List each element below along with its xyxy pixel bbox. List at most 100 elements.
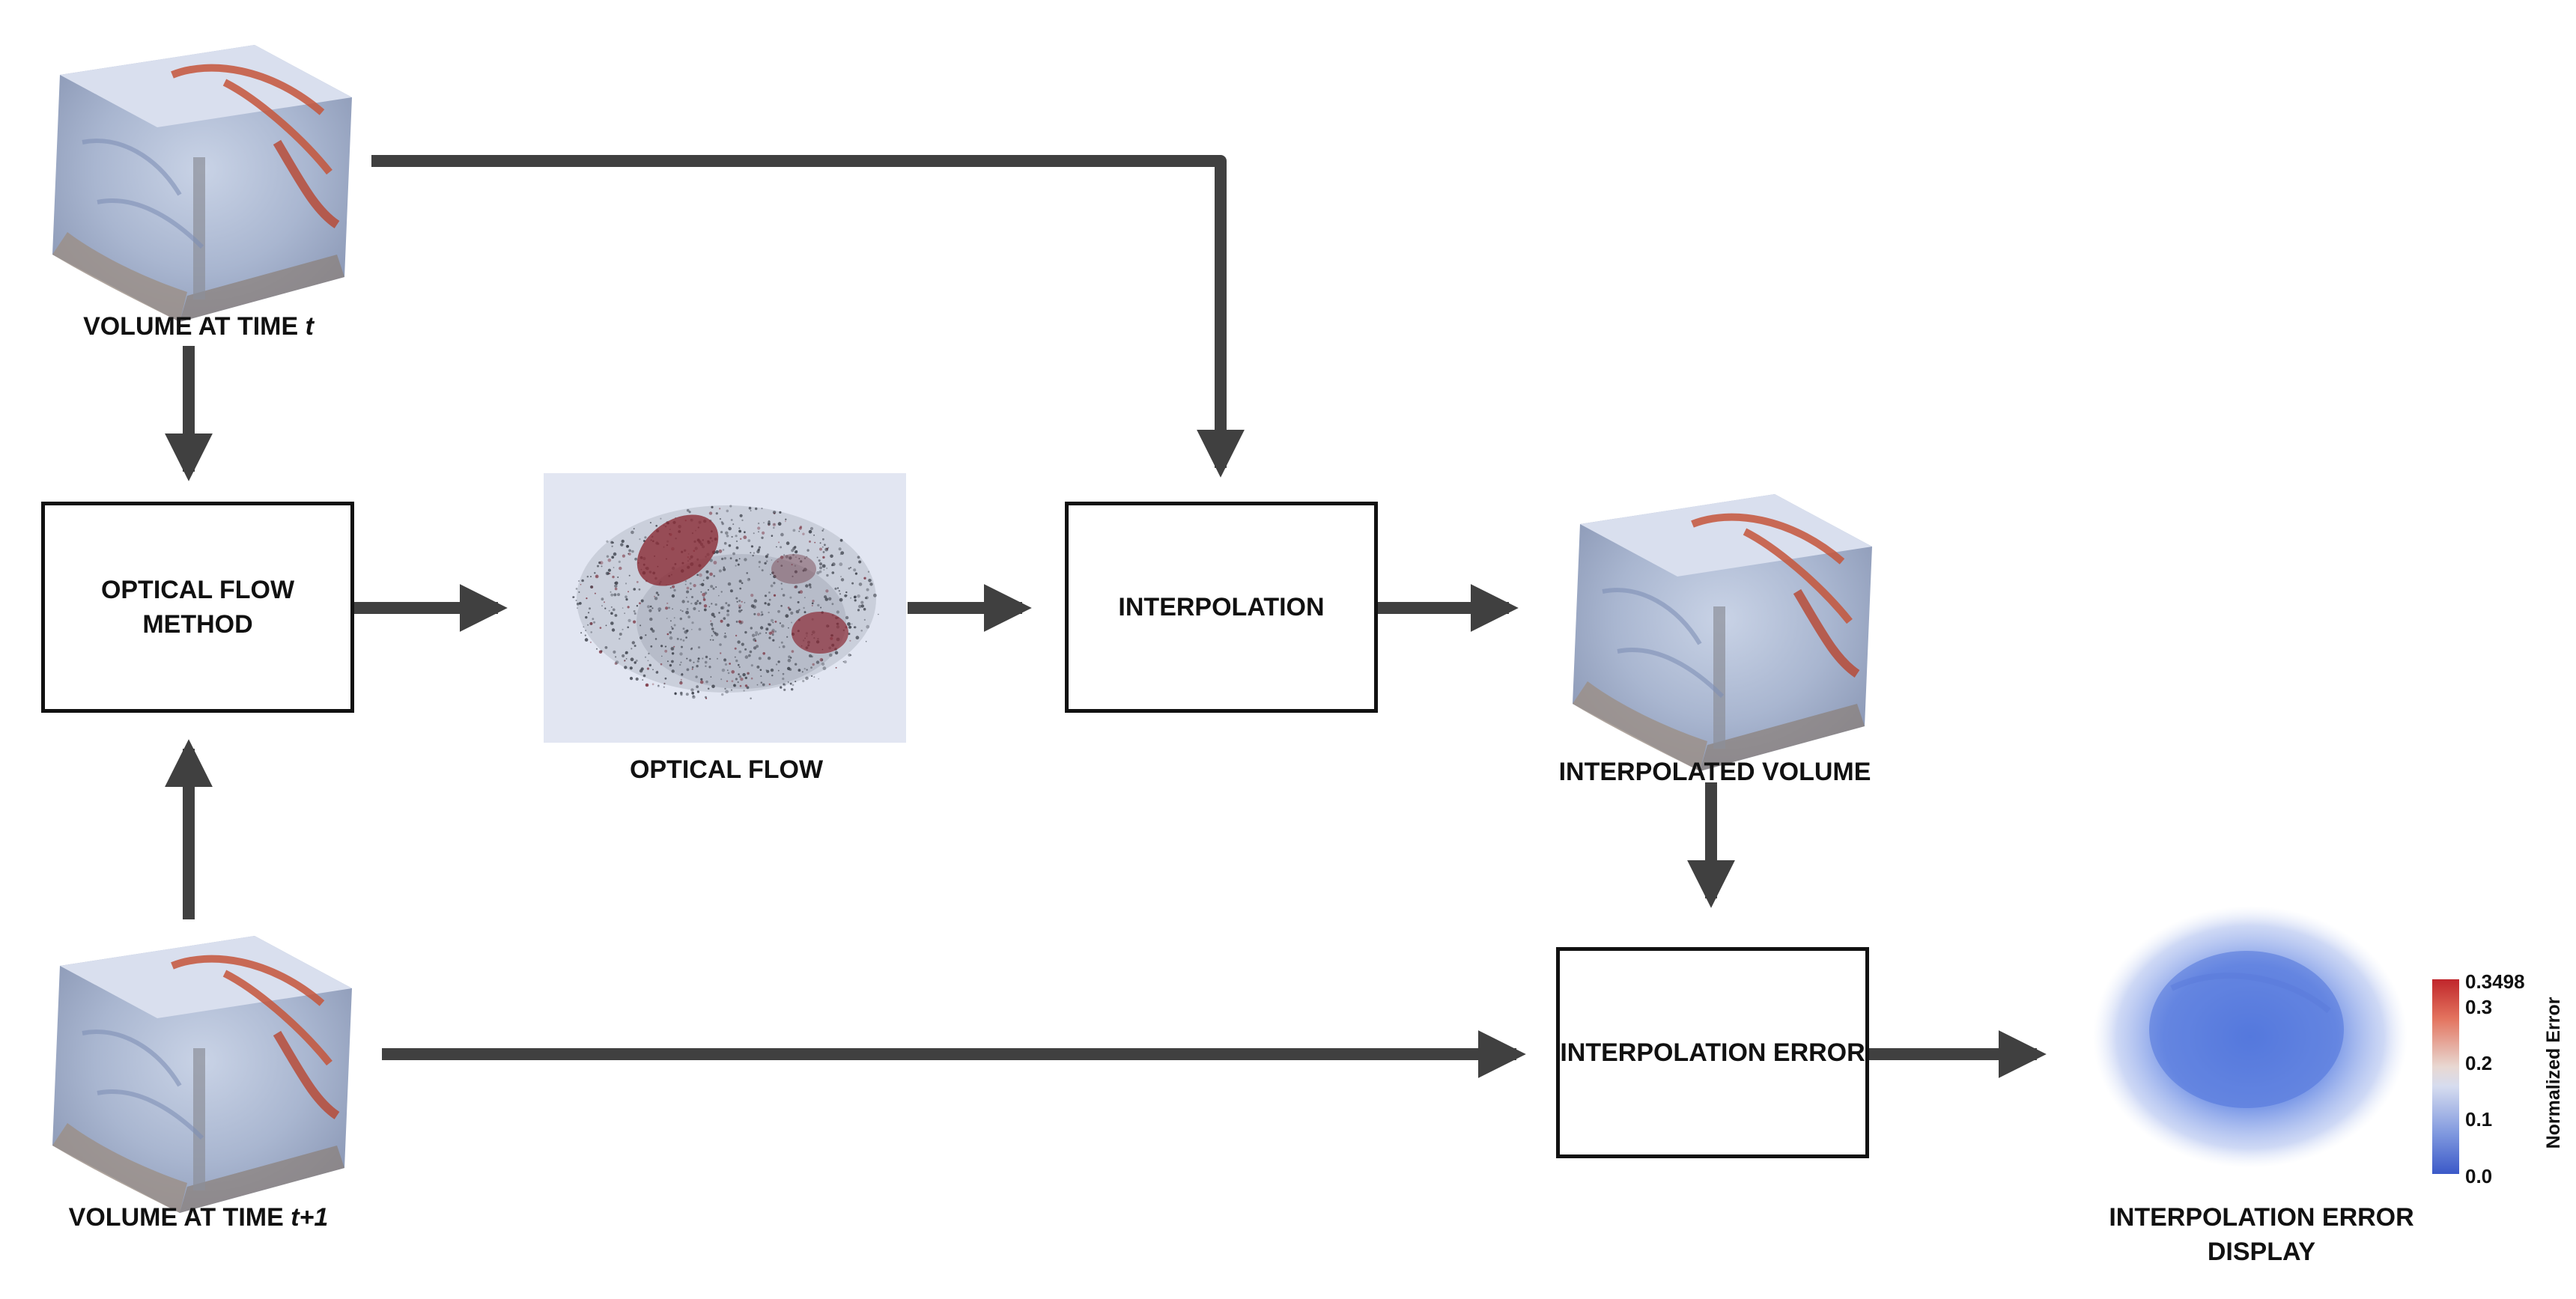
flow-vector-dot [835, 666, 837, 669]
flow-vector-dot [685, 693, 689, 696]
colorbar-tick-0-3: 0.3 [2465, 996, 2493, 1018]
flow-vector-dot [825, 589, 829, 593]
flow-vector-dot [614, 581, 619, 585]
flow-vector-dot [707, 588, 709, 591]
flow-vector-dot [729, 663, 731, 665]
flow-vector-dot [705, 570, 709, 574]
flow-vector-dot [669, 631, 672, 634]
flow-vector-dot [590, 576, 592, 578]
flow-vector-dot [738, 527, 741, 529]
flow-vector-dot [595, 576, 598, 577]
flow-vector-dot [858, 582, 863, 586]
flow-vector-dot [755, 507, 758, 511]
flow-vector-dot [612, 608, 616, 612]
flow-vector-dot [682, 627, 685, 630]
colorbar-tick-0-1: 0.1 [2465, 1108, 2493, 1131]
flow-vector-dot [671, 669, 675, 673]
flow-vector-dot [756, 550, 760, 553]
flow-vector-dot [671, 627, 674, 630]
interpolation-error-label: INTERPOLATION ERROR [1560, 1038, 1865, 1067]
flow-vector-dot [649, 605, 652, 608]
flow-vector-dot [720, 678, 723, 681]
error-display-caption-line1: INTERPOLATION ERROR [2109, 1203, 2414, 1232]
flow-vector-dot [854, 572, 858, 575]
flow-vector-dot [734, 647, 737, 650]
flow-vector-dot [665, 606, 669, 610]
flow-vector-dot [599, 627, 602, 629]
flow-vector-dot [702, 592, 706, 597]
flow-vector-dot [842, 660, 845, 663]
flow-vector-dot [781, 624, 785, 628]
flow-vector-dot [696, 685, 699, 689]
flow-vector-dot [797, 600, 800, 603]
flow-vector-dot [625, 651, 628, 654]
flow-vector-dot [727, 603, 730, 607]
flow-vector-dot [702, 657, 704, 660]
flow-vector-dot [578, 580, 580, 582]
flow-vector-dot [855, 636, 860, 640]
flow-vector-dot [727, 582, 732, 586]
flow-vector-dot [756, 684, 759, 686]
flow-vector-dot [738, 600, 741, 602]
flow-vector-dot [673, 588, 676, 592]
flow-vector-dot [628, 553, 631, 556]
flow-vector-dot [705, 576, 709, 579]
flow-vector-dot [625, 595, 628, 598]
flow-vector-dot [866, 624, 870, 629]
flow-vector-dot [586, 576, 589, 578]
flow-vector-dot [585, 630, 586, 631]
flow-vector-dot [780, 546, 783, 549]
flow-vector-dot [724, 687, 726, 690]
flow-vector-dot [747, 654, 751, 657]
flow-vector-dot [686, 608, 689, 610]
flow-vector-dot [816, 556, 818, 559]
flow-vector-dot [713, 575, 716, 577]
flow-vector-dot [720, 619, 723, 623]
flow-vector-dot [615, 656, 617, 658]
flow-vector-dot [731, 680, 734, 683]
flow-vector-dot [768, 524, 770, 526]
flow-vector-dot [789, 682, 792, 685]
flow-vector-dot [836, 610, 839, 614]
flow-vector-dot [753, 638, 756, 642]
flow-vector-dot [611, 545, 613, 547]
flow-vector-dot [773, 582, 776, 585]
flow-vector-dot [821, 659, 823, 661]
flow-vector-dot [824, 544, 826, 547]
flow-vector-dot [765, 627, 769, 631]
flow-vector-dot [752, 554, 754, 557]
volume-t-caption: VOLUME AT TIME t [45, 309, 352, 344]
flow-vector-dot [822, 538, 824, 541]
flow-vector-dot [863, 577, 866, 579]
flow-vector-dot [610, 541, 614, 544]
flow-vector-dot [669, 636, 673, 640]
flow-vector-dot [698, 610, 700, 612]
flow-vector-dot [774, 621, 777, 623]
flow-vector-dot [757, 522, 760, 525]
flow-vector-dot [680, 693, 683, 696]
flow-vector-dot [723, 658, 726, 661]
flow-vector-dot [697, 646, 701, 649]
flow-vector-dot [635, 677, 639, 681]
flow-vector-dot [660, 663, 663, 666]
flow-vector-dot [693, 584, 696, 588]
flow-vector-dot [708, 511, 713, 515]
flow-vector-dot [804, 611, 806, 614]
flow-vector-dot [583, 626, 585, 628]
flow-vector-dot [831, 571, 835, 574]
flow-vector-dot [818, 570, 822, 574]
colorbar-tick-max: 0.3498 [2465, 970, 2525, 993]
flow-vector-dot [851, 582, 854, 585]
flow-vector-dot [772, 639, 775, 642]
flow-vector-dot [813, 676, 815, 678]
flow-vector-dot [611, 556, 615, 559]
flow-vector-dot [580, 583, 582, 585]
flow-vector-dot [838, 547, 842, 551]
flow-vector-dot [697, 657, 700, 660]
flow-vector-dot [836, 587, 839, 589]
flow-vector-dot [772, 511, 777, 514]
flow-vector-dot [768, 591, 771, 594]
flow-vector-dot [624, 612, 625, 614]
flow-vector-dot [627, 626, 629, 629]
flow-vector-dot [839, 597, 843, 602]
